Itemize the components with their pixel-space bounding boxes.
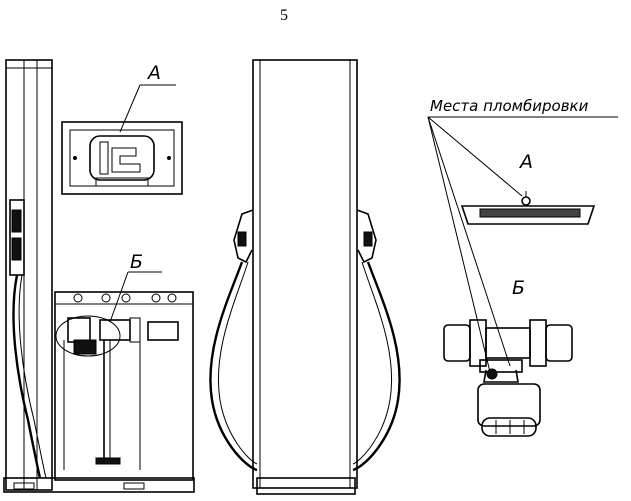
hose-left bbox=[209, 261, 258, 472]
pipe-fittings bbox=[73, 293, 177, 303]
indicator-block bbox=[89, 135, 155, 181]
callout-a-right: А bbox=[518, 151, 533, 173]
page-number: 5 bbox=[280, 7, 288, 24]
display-window bbox=[61, 121, 183, 195]
front-body bbox=[252, 59, 358, 489]
seal-details: Места пломбировки А Б bbox=[427, 97, 618, 437]
hose bbox=[12, 274, 42, 479]
hydraulic-compartment bbox=[54, 291, 194, 481]
dispenser-front-view bbox=[209, 59, 401, 495]
callout-b-right: Б bbox=[512, 277, 525, 299]
callout-a-left: А bbox=[146, 62, 161, 84]
base bbox=[3, 477, 195, 493]
dispenser-side-view: А Б bbox=[3, 59, 195, 493]
nozzle-left bbox=[233, 209, 254, 264]
column-outline bbox=[5, 59, 53, 491]
seal-locations-title: Места пломбировки bbox=[430, 97, 589, 115]
hose-right bbox=[352, 261, 401, 472]
front-base bbox=[256, 477, 356, 495]
detail-b-ellipse bbox=[55, 315, 121, 357]
callout-b-left: Б bbox=[130, 251, 143, 273]
seal-a-bar bbox=[460, 205, 596, 225]
seal-a-point bbox=[521, 196, 531, 206]
seal-b-assembly bbox=[443, 319, 573, 437]
seal-b-block bbox=[477, 383, 541, 427]
nozzle-right bbox=[356, 209, 377, 264]
seal-b-point bbox=[486, 368, 498, 380]
